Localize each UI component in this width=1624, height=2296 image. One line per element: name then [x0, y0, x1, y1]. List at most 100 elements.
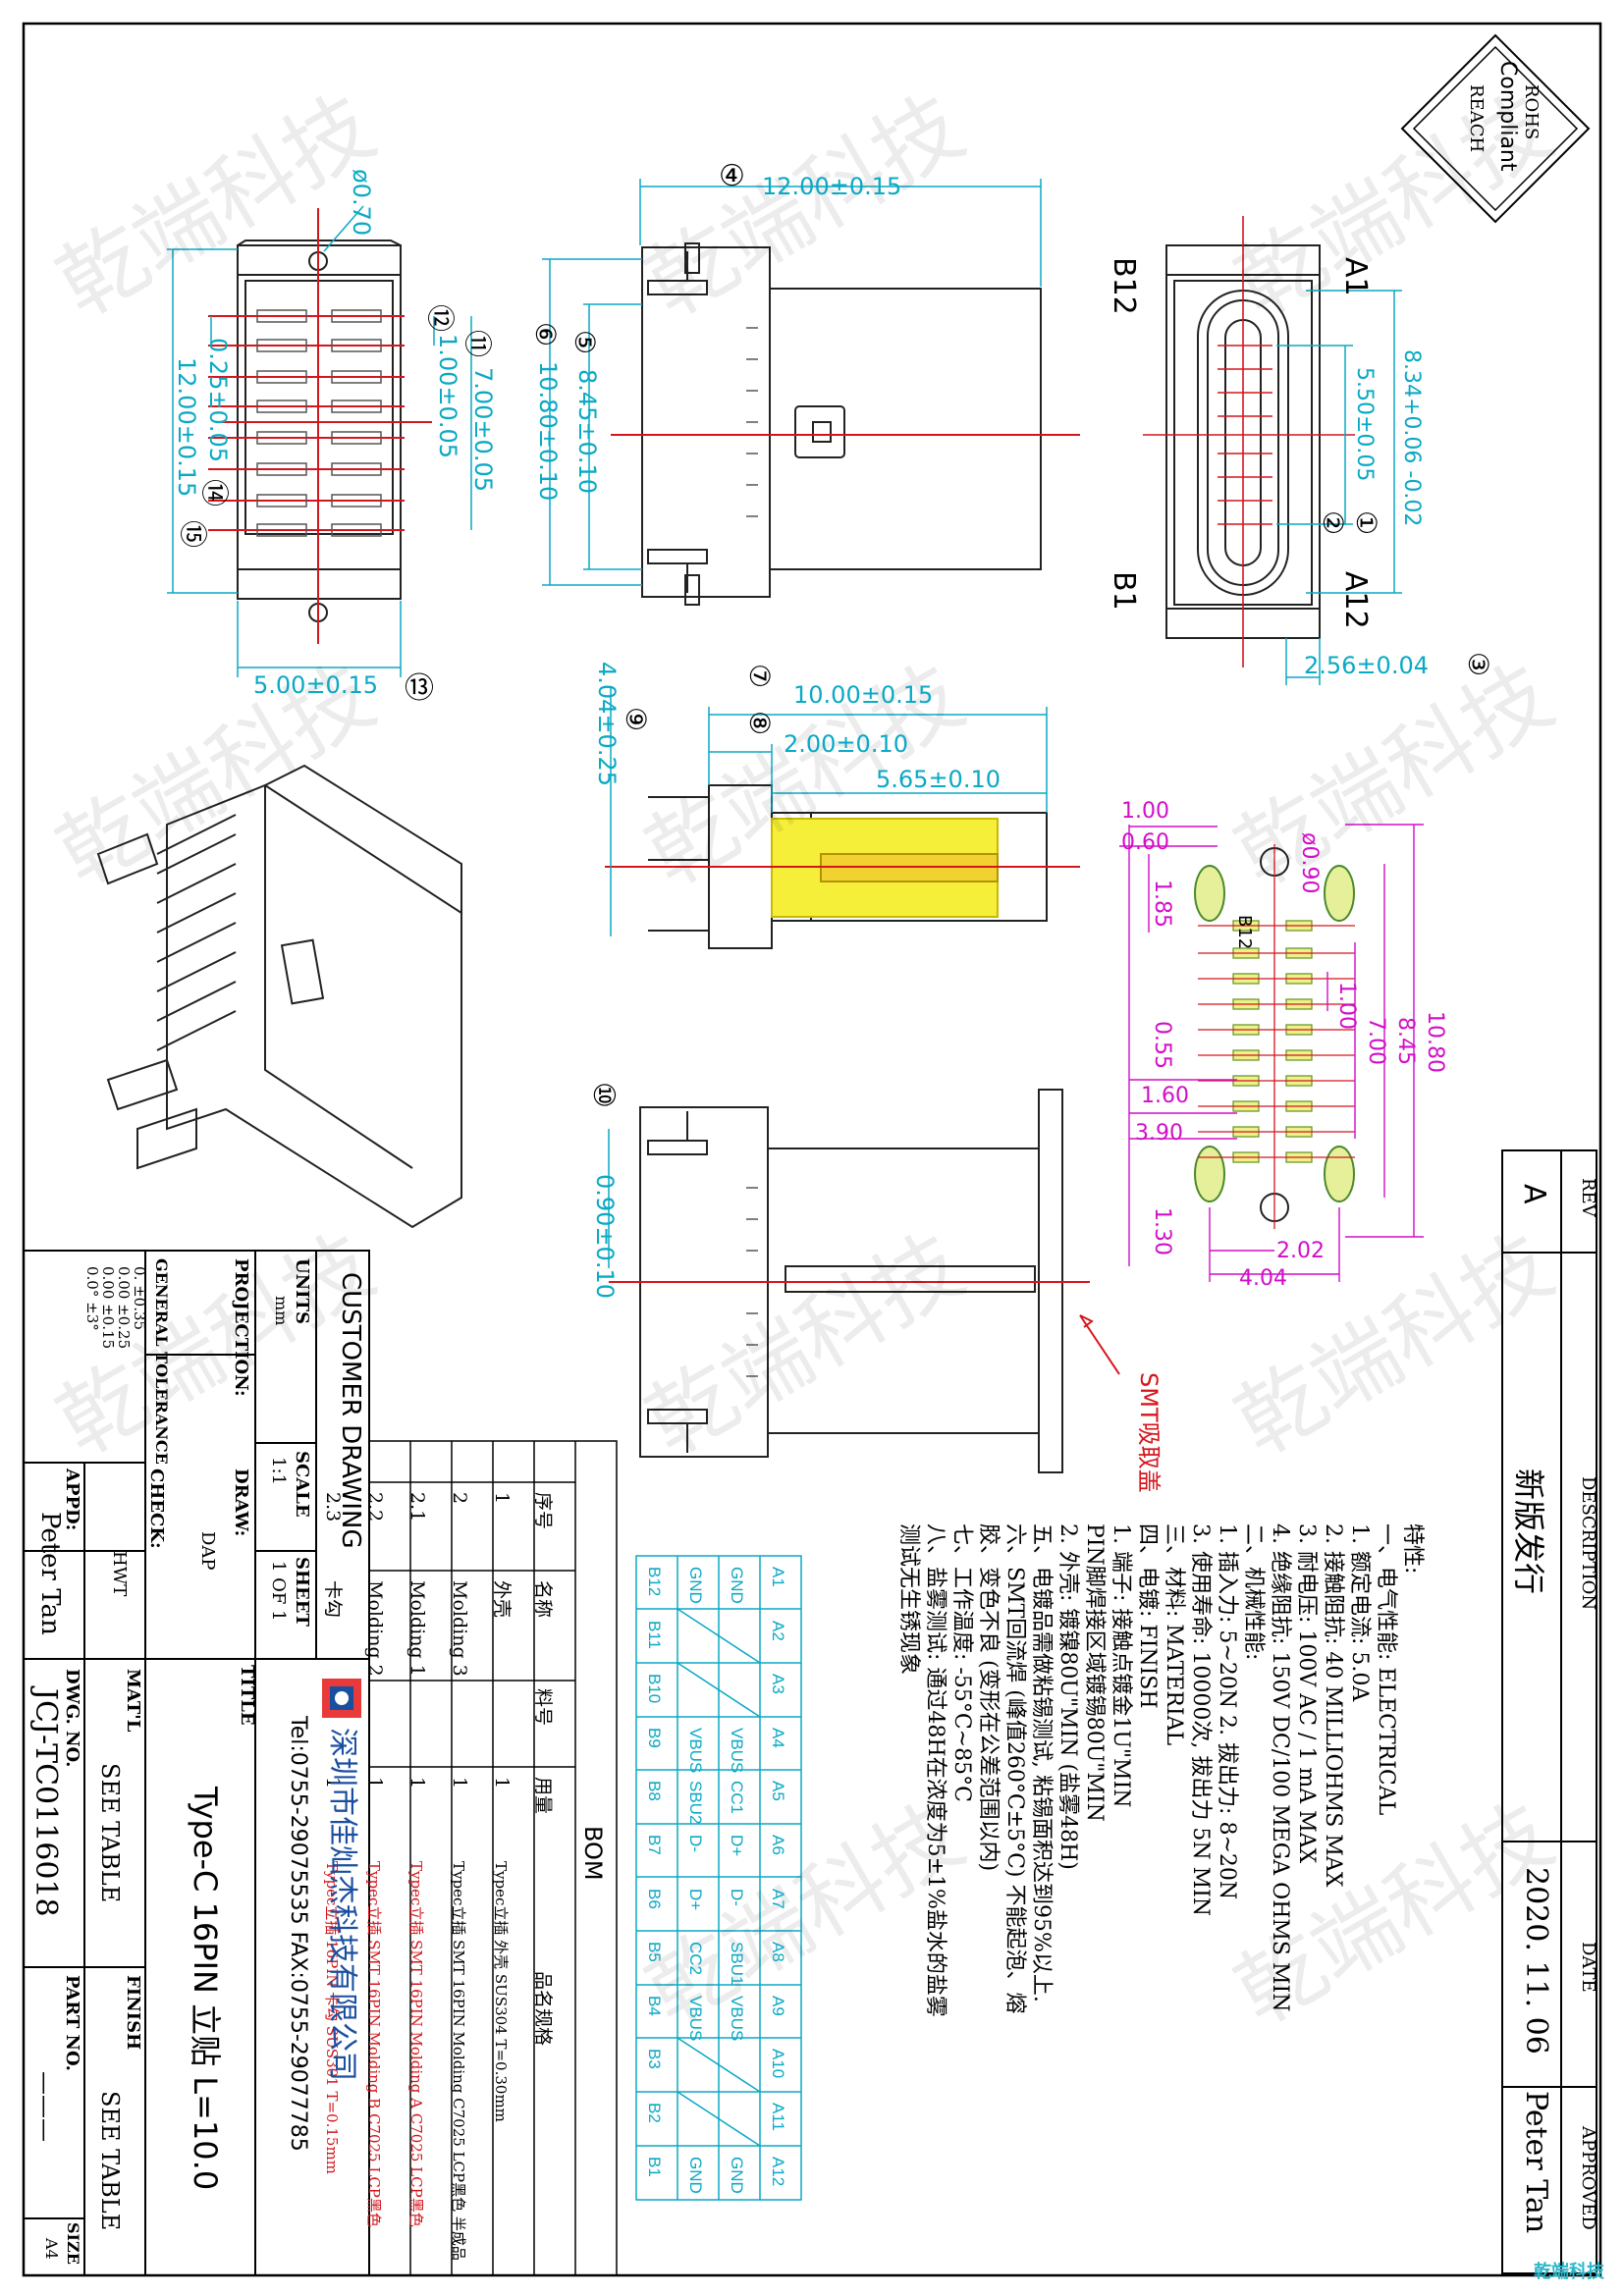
matl-value: SEE TABLE — [96, 1763, 124, 1903]
bom-title: BOM — [579, 1826, 607, 1881]
balloon-03: ③ — [1462, 652, 1494, 677]
dim-11: 7.00±0.05 — [469, 367, 497, 492]
dim-hole: ø0.70 — [348, 169, 375, 237]
bom-cell: Typec立插 SMT 16PIN Molding C7025 LCP黑色 半成… — [450, 1861, 467, 2261]
notes-block: 特性: 一、电气性能: ELECTRICAL 1. 额定电流: 5.0A 2. … — [895, 1523, 1426, 2017]
sheet-value: 1 OF 1 — [268, 1561, 289, 1622]
dim-14: 0.25±0.05 — [204, 338, 232, 462]
top-view — [167, 205, 472, 677]
check-label: CHECK: — [146, 1468, 167, 1549]
finish-label: FINISH — [123, 1975, 143, 2051]
balloon-07: ⑦ — [743, 664, 776, 689]
balloon-11: ⑪ — [461, 330, 494, 358]
footprint-view — [1119, 824, 1424, 1282]
pin-table-cell: VBUS — [728, 1727, 746, 1774]
note-line: 八、盐雾测试: 通过48H在浓度为5±1%盐水的盐雾 — [923, 1523, 947, 2017]
pin-table-cell: B2 — [645, 2103, 664, 2123]
finish-value: SEE TABLE — [96, 2091, 124, 2231]
note-line: 四、电镀: FINISH — [1135, 1523, 1160, 1709]
desc-label: DESCRIPTION — [1578, 1476, 1598, 1611]
rohs-mark — [1400, 33, 1591, 224]
dim-13: 5.00±0.15 — [253, 671, 378, 699]
bom-cell: Molding 1 — [406, 1580, 428, 1677]
bom-cell: Typec立插 SMT 16PIN Molding B C7025 LCP黑色 — [365, 1861, 383, 2227]
bom-cell: 1 — [491, 1777, 513, 1789]
pin-table-cell: B9 — [645, 1727, 664, 1748]
pin-a12-label: A12 — [1338, 571, 1373, 629]
pin-table-cell: GND — [686, 1567, 705, 1604]
balloon-13: ⑬ — [405, 671, 434, 706]
note-line: 五、电镀品需做粘锡测试, 粘锡面积达到95%以上. — [1029, 1523, 1054, 2002]
bom-cell: 1 — [491, 1492, 513, 1505]
tolerance-line: 0. ±0.35 — [131, 1266, 148, 1331]
dim-565: 5.65±0.10 — [876, 766, 1001, 793]
fp-dim-v845: 8.45 — [1393, 1017, 1418, 1065]
customer-drawing-label: CUSTOMER DRAWING — [336, 1272, 365, 1549]
dim-07: 10.00±0.15 — [793, 681, 934, 709]
units-value: mm — [272, 1296, 291, 1326]
fp-dim-202: 2.02 — [1276, 1239, 1325, 1263]
front-view — [1143, 216, 1402, 685]
date-label: DATE — [1578, 1942, 1598, 1993]
pin-table-cell: A11 — [769, 2103, 787, 2131]
fp-dim-130: 1.30 — [1150, 1207, 1174, 1255]
rev-value: A — [1517, 1184, 1551, 1204]
pin-table-cell: GND — [686, 2156, 705, 2194]
pin-table-cell: B6 — [645, 1888, 664, 1909]
sheet-label: SHEET — [292, 1557, 312, 1627]
bom-row: 2.1Molding 11Typec立插 SMT 16PIN Molding A… — [396, 1492, 438, 2261]
bom-header: 品名规格 — [532, 1970, 554, 2046]
note-line: 3. 耐电压: 100V AC / 1 mA MAX — [1294, 1523, 1319, 1864]
tolerance-line: 0.00 ±0.15 — [99, 1266, 117, 1350]
fp-b12-label: B12 — [1234, 915, 1255, 950]
pin-table-cell: VBUS — [728, 1995, 746, 2042]
pin-table-cell: A3 — [769, 1674, 787, 1694]
approved-label: APPROVED — [1578, 2126, 1598, 2230]
dim-15: 12.00±0.15 — [173, 357, 200, 498]
reach-text: REACH — [1466, 84, 1487, 153]
fp-dim-060: 0.60 — [1121, 830, 1169, 855]
size-value: A4 — [42, 2238, 61, 2260]
tolerance-list: 0. ±0.35 0.00 ±0.25 0.00 ±0.15 0.0° ±3° — [83, 1266, 148, 1350]
note-line: 六、SMT回流焊 (峰值260°C±5°C) 不能起泡、熔 — [1002, 1523, 1027, 2014]
note-line: 一、电气性能: ELECTRICAL — [1374, 1523, 1398, 1816]
pin-table-cell: B3 — [645, 2049, 664, 2070]
company-logo — [322, 1679, 361, 1718]
dim-05: 8.45±0.10 — [573, 369, 601, 494]
revision-block — [1501, 1149, 1597, 2274]
pin-table-cell: B7 — [645, 1835, 664, 1855]
pin-table-cell: B11 — [645, 1620, 664, 1649]
balloon-09: ⑨ — [620, 707, 652, 732]
pin-b12-label: B12 — [1107, 257, 1141, 315]
corner-mark: 乾端科技 — [1534, 2262, 1604, 2282]
bom-row: 1 外壳 1Typec立插 外壳 SUS304 T=0.30mm — [480, 1492, 522, 2261]
scale-value: 1:1 — [268, 1457, 289, 1485]
fp-dim-100: 1.00 — [1121, 799, 1169, 824]
bom-cell: 外壳 — [491, 1580, 513, 1619]
fp-dim-390: 3.90 — [1135, 1121, 1183, 1146]
tolerance-line: 0.00 ±0.25 — [115, 1266, 133, 1350]
dim-09: 4.04±0.25 — [593, 662, 621, 786]
bom-cell: Typec立插 外壳 SUS304 T=0.30mm — [492, 1861, 510, 2122]
pin-table-cell: GND — [728, 2156, 746, 2194]
bom-cell: Molding 2 — [364, 1580, 386, 1677]
pin-table-cell: A5 — [769, 1781, 787, 1802]
bom-cell: 1 — [449, 1777, 470, 1789]
fp-dim-404: 4.04 — [1239, 1266, 1287, 1291]
bom-header: 序号 — [532, 1492, 554, 1530]
fp-dim-v700: 7.00 — [1364, 1017, 1388, 1065]
fp-hole: ø0.90 — [1297, 832, 1322, 894]
pin-table-cell: B10 — [645, 1674, 664, 1704]
note-line: 测试无生锈现象 — [896, 1523, 921, 1676]
check-value: HWT — [109, 1551, 130, 1597]
approved-value: Peter Tan — [1519, 2091, 1553, 2234]
bom-header: 名称 — [532, 1580, 554, 1619]
rev-label: REV — [1578, 1178, 1598, 1217]
company-contact: Tel:0755-29075535 FAX:0755-29077785 — [286, 1716, 310, 2152]
tolerance-line: 0.0° ±3° — [83, 1266, 101, 1331]
balloon-10: ⑩ — [586, 1082, 621, 1108]
pin-table-cell: B12 — [645, 1567, 664, 1597]
units-label: UNITS — [292, 1258, 312, 1324]
dim-03: 2.56±0.04 — [1304, 652, 1429, 679]
